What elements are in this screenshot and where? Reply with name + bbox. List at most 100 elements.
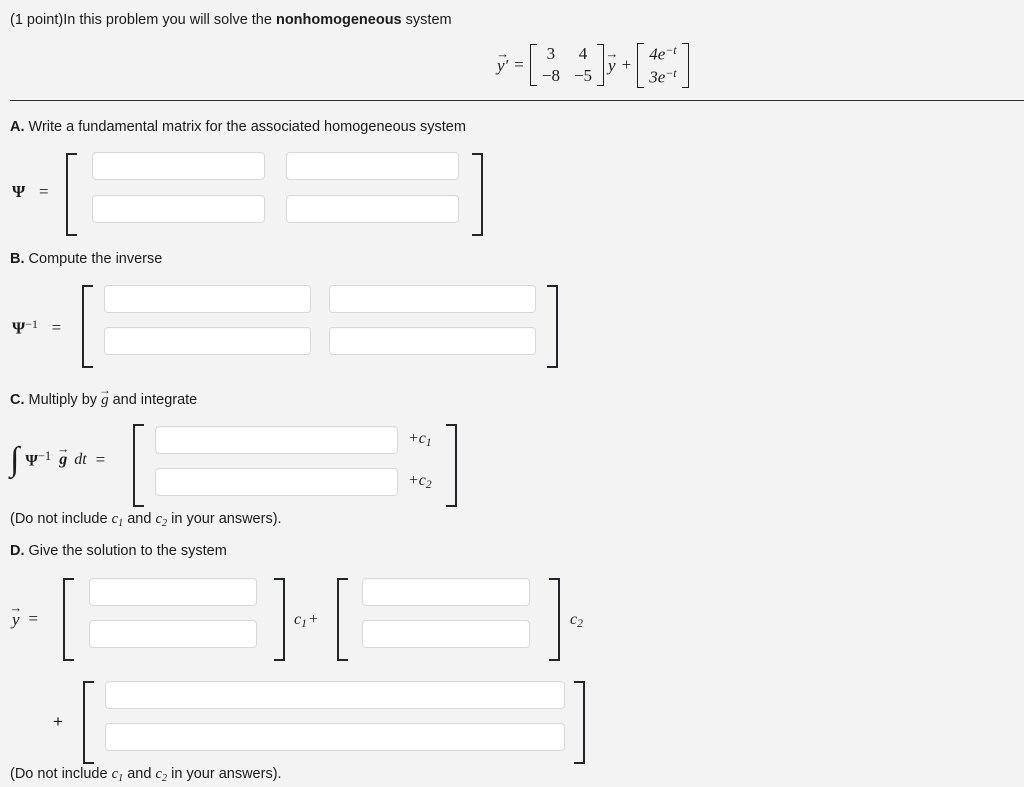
section-d-note: (Do not include c1 and c2 in your answer… (10, 766, 282, 784)
solution-vec1-input-row2[interactable] (89, 620, 257, 648)
section-b-lhs: Ψ−1 = (12, 317, 61, 338)
solution-vec2-bracket-right (549, 578, 560, 661)
note-c1: c (111, 511, 118, 527)
note-and: and (123, 511, 156, 527)
section-b-bracket-right (547, 285, 558, 368)
section-c-dt: dt (74, 450, 87, 468)
section-c-tag: C. (10, 392, 25, 408)
points-label: (1 point) (10, 12, 64, 28)
section-divider (10, 100, 1024, 101)
note-c2: c (155, 766, 162, 782)
solution-vec1-bracket-right (274, 578, 285, 661)
solution-vec2-bracket-left (337, 578, 348, 661)
solution-coefficient-c1: c1+ (294, 611, 318, 631)
section-d-equals: = (28, 609, 39, 628)
forcing-cell-2: 3e−t (649, 66, 677, 87)
psi-inverse-input-12[interactable] (329, 285, 536, 313)
section-a-equals: = (39, 182, 49, 201)
matrix-cell-21: −8 (541, 66, 560, 86)
matrix-cell-12: 4 (578, 44, 588, 64)
solution-y-vector: →y (9, 599, 23, 629)
section-d-text: Give the solution to the system (28, 543, 227, 559)
section-a-title: A. Write a fundamental matrix for the as… (10, 119, 466, 135)
prompt-bold-word: nonhomogeneous (275, 12, 402, 28)
section-a-bracket-right (472, 153, 483, 236)
solution-vec3-input-row2[interactable] (105, 723, 565, 751)
forcing-vector: 4e−t 3e−t (637, 43, 689, 88)
psi-input-22[interactable] (286, 195, 459, 223)
integral-row2-constant: +c2 (408, 472, 432, 492)
vector-arrow-icon: → (98, 383, 111, 397)
equation-equals: = (514, 55, 524, 75)
section-c-bracket-left (133, 424, 144, 507)
note-c2: c (155, 511, 162, 527)
section-c-text-before: Multiply by (28, 392, 102, 408)
section-c-psi-exponent: −1 (37, 448, 52, 463)
section-b-equals: = (51, 318, 62, 338)
note-prefix: (Do not include (10, 511, 112, 527)
psi-inverse-input-22[interactable] (329, 327, 536, 355)
section-c-lhs: ∫ Ψ−1 →g dt = (10, 441, 106, 478)
prompt-text-after: system (401, 12, 452, 28)
problem-statement: (1 point)In this problem you will solve … (10, 11, 452, 29)
solution-plus-operator: + (53, 712, 63, 731)
note-suffix: in your answers). (167, 511, 282, 527)
section-c-bracket-right (446, 424, 457, 507)
section-b-text: Compute the inverse (28, 251, 163, 267)
system-equation: →y′ = 3 4 −8 −5 →y + 4e−t 3e−t (496, 43, 689, 88)
psi-inverse-exponent: −1 (25, 317, 38, 331)
section-d-title: D. Give the solution to the system (10, 543, 227, 559)
solution-vec3-bracket-right (574, 681, 585, 764)
solution-vec3-bracket-left (83, 681, 94, 764)
solution-vec2-input-row2[interactable] (362, 620, 530, 648)
solution-coefficient-c2: c2 (570, 611, 583, 631)
note-prefix: (Do not include (10, 766, 112, 782)
psi-inverse-symbol: Ψ (12, 318, 26, 338)
psi-input-11[interactable] (92, 152, 265, 180)
vector-arrow-icon: → (56, 441, 70, 456)
section-a-lhs: Ψ = (12, 182, 49, 202)
vector-arrow-icon: → (9, 599, 23, 615)
integral-input-row2[interactable] (155, 468, 398, 496)
section-c-g-vector: →g (98, 383, 111, 408)
section-b-tag: B. (10, 251, 25, 267)
prompt-text-before: In this problem you will solve the (63, 12, 276, 28)
section-c-text-after: and integrate (108, 392, 198, 408)
equation-plus: + (621, 55, 632, 75)
section-d-tag: D. (10, 543, 25, 559)
solution-vec1-input-row1[interactable] (89, 578, 257, 606)
section-c-g-vector-inline: →g (56, 441, 70, 468)
matrix-cell-11: 3 (546, 44, 556, 64)
note-and: and (123, 766, 156, 782)
psi-inverse-input-21[interactable] (104, 327, 311, 355)
section-b-title: B. Compute the inverse (10, 251, 162, 267)
section-c-equals: = (95, 449, 106, 469)
section-d-lhs: →y = (9, 599, 39, 629)
psi-input-21[interactable] (92, 195, 265, 223)
note-c1: c (111, 766, 118, 782)
vector-arrow-icon: → (605, 46, 619, 62)
psi-symbol: Ψ (12, 182, 26, 201)
coefficient-matrix: 3 4 −8 −5 (529, 44, 605, 87)
section-a-text: Write a fundamental matrix for the assoc… (28, 119, 466, 135)
section-a-tag: A. (10, 119, 25, 135)
forcing-cell-1: 4e−t (649, 43, 677, 64)
section-c-psi: Ψ (25, 452, 38, 470)
vector-arrow-icon: → (496, 46, 510, 62)
section-b-bracket-left (82, 285, 93, 368)
equation-y-vector: →y (605, 46, 619, 75)
section-c-note: (Do not include c1 and c2 in your answer… (10, 511, 282, 529)
psi-inverse-input-11[interactable] (104, 285, 311, 313)
integral-row1-constant: +c1 (408, 430, 432, 450)
equation-lhs-vector: →y′ (496, 46, 510, 75)
psi-input-12[interactable] (286, 152, 459, 180)
integral-icon: ∫ (10, 441, 20, 478)
solution-vec1-bracket-left (63, 578, 74, 661)
note-suffix: in your answers). (167, 766, 282, 782)
section-c-title: C. Multiply by →g and integrate (10, 383, 198, 408)
solution-vec2-input-row1[interactable] (362, 578, 530, 606)
integral-input-row1[interactable] (155, 426, 398, 454)
matrix-cell-22: −5 (573, 66, 593, 86)
solution-vec3-input-row1[interactable] (105, 681, 565, 709)
section-a-bracket-left (66, 153, 77, 236)
